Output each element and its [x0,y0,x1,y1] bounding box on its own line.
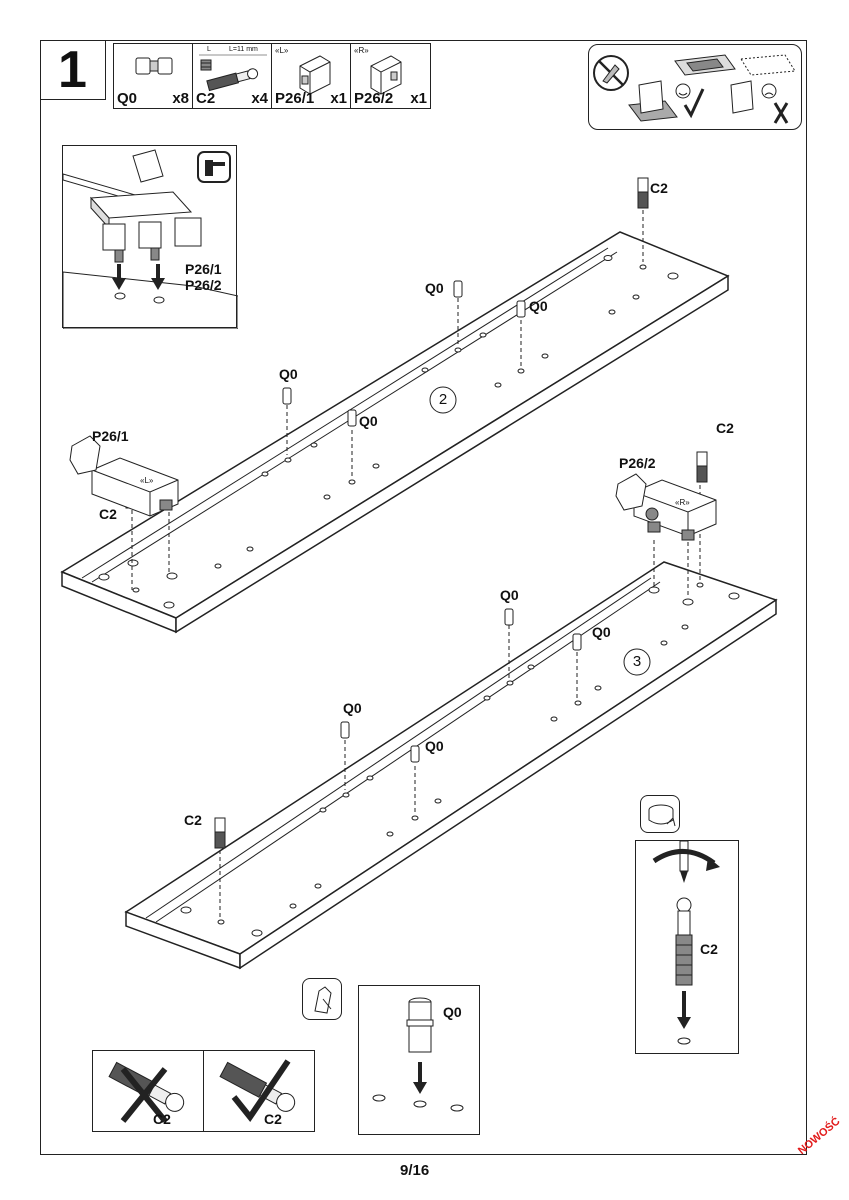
connector-label: P26/2 [619,455,656,471]
c2-label: C2 [153,1111,171,1127]
connector-label: P26/1 [92,428,129,444]
connector-left-icon [299,55,331,95]
side-mark: «R» [675,498,690,507]
c2-label: C2 [184,812,202,828]
connector-p26-2 [615,473,717,541]
page-frame [40,40,807,1155]
c2-label: C2 [99,506,117,522]
step-number: 1 [40,40,106,100]
hammer-head [132,149,164,183]
q0-label: Q0 [343,700,362,716]
part-code: C2 [196,90,216,107]
part-p26-1: «L» P26/1 x1 [272,44,351,108]
part-qty: x4 [251,90,268,107]
q0-label: Q0 [529,298,548,314]
board-top [60,231,730,634]
guide-lines [131,210,701,918]
connector-label: P26/2 [185,277,222,293]
board-top-holes [98,255,679,609]
c2-label: C2 [650,180,668,196]
q0-label: Q0 [359,413,378,429]
checkmark-icon [231,1059,291,1123]
dim-mark: L [207,46,211,53]
q0-label: Q0 [500,587,519,603]
part-code: Q0 [117,90,138,107]
part-code: P26/2 [354,90,394,107]
connector-p26-1 [69,435,179,517]
page-number: 9/16 [400,1162,430,1179]
board-bottom-holes [180,582,740,937]
dowel-inset: Q0 [358,985,480,1135]
board-number: 2 [438,391,448,408]
c2-label: C2 [700,941,718,957]
part-note: L=11 mm [229,46,258,53]
q0-label: Q0 [443,1004,462,1020]
hammer-inset: P26/1 P26/2 [62,145,238,329]
board-number-circle [623,648,651,676]
q0-label: Q0 [592,624,611,640]
board-number: 3 [632,653,642,670]
connector-label: P26/1 [185,261,222,277]
c2-label: C2 [264,1111,282,1127]
box-on-floor-icon [730,80,754,114]
c2-label: C2 [716,420,734,436]
hard-floor-icon [740,54,796,76]
screwdriver-icon [679,841,689,872]
part-code: P26/1 [275,90,315,107]
parts-list: Q0 x8 L L=11 mm C2 x4 «L» P26/1 x1 [113,43,431,109]
box-on-mat-icon [638,80,664,114]
part-c2: L L=11 mm C2 x4 [193,44,272,108]
connector-right-icon [370,55,402,95]
happy-face-icon [675,83,691,99]
cam-bolt-icon [199,54,267,92]
part-q0: Q0 x8 [114,44,193,108]
cross-icon [120,1067,168,1123]
part-p26-2: «R» P26/2 x1 [351,44,430,108]
side-mark: «L» [275,46,289,55]
c2-right-inset: C2 [203,1050,315,1132]
board-number-circle [429,386,457,414]
cross-icon [773,102,789,124]
part-qty: x1 [410,90,427,107]
checkmark-icon [683,88,705,119]
board-bottom [124,561,778,970]
part-qty: x8 [172,90,189,107]
dowel-parts [282,280,582,763]
q0-label: Q0 [279,366,298,382]
side-mark: «L» [140,476,154,485]
surface-advice-inset [588,44,802,130]
connector-body [102,223,126,251]
rotate-hint-icon [640,795,680,833]
part-qty: x1 [330,90,347,107]
q0-label: Q0 [425,738,444,754]
side-mark: «R» [354,46,369,55]
hand-insert-icon [302,978,342,1020]
dowel-icon [135,57,173,75]
c2-wrong-inset: C2 [92,1050,204,1132]
q0-label: Q0 [425,280,444,296]
screw-inset: C2 [635,840,739,1054]
